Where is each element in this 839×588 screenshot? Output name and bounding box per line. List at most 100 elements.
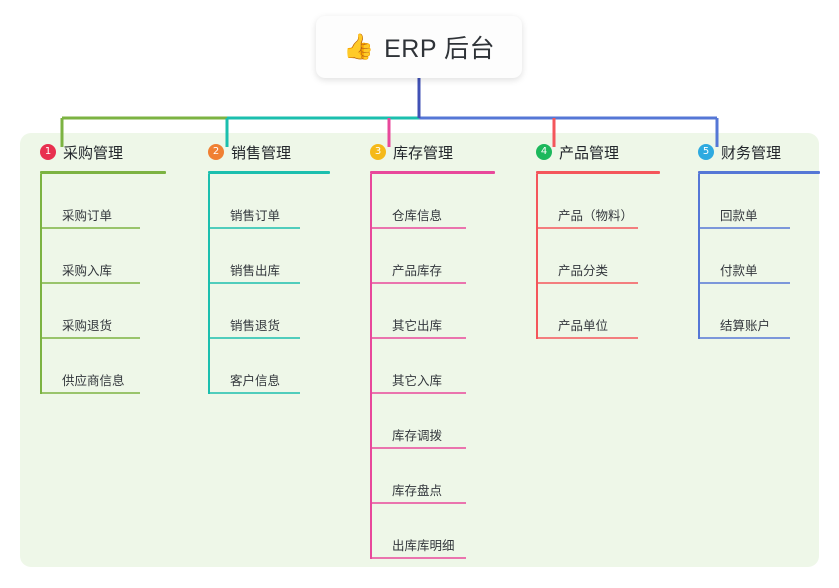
branch-item-label: 客户信息: [230, 374, 281, 388]
branch-item[interactable]: 出库库明细: [370, 504, 495, 559]
branch-item-underline: [40, 392, 140, 394]
branch-item-label: 库存调拨: [392, 429, 443, 443]
branch-item[interactable]: 其它入库: [370, 339, 495, 394]
branch-item-underline: [208, 392, 300, 394]
branch-item-label: 采购入库: [62, 264, 113, 278]
branch-item-underline: [370, 557, 466, 559]
branch-item-label: 采购订单: [62, 209, 113, 223]
branch-item-underline: [208, 282, 300, 284]
branch-item[interactable]: 采购入库: [40, 229, 166, 284]
branch-item[interactable]: 销售出库: [208, 229, 330, 284]
branch-item-underline: [370, 392, 466, 394]
branch-spine: [40, 174, 42, 394]
branch-item-underline: [208, 337, 300, 339]
branch-number-badge: 4: [536, 144, 552, 160]
branch-item-underline: [370, 282, 466, 284]
branch-item-underline: [370, 227, 466, 229]
root-title: ERP 后台: [384, 35, 496, 63]
branch-item[interactable]: 客户信息: [208, 339, 330, 394]
branch-column-5: 5 财务管理回款单付款单结算账户: [680, 133, 820, 339]
branch-panel: [20, 133, 819, 567]
branch-title: 产品管理: [559, 144, 620, 162]
root-node[interactable]: 👍 ERP 后台: [316, 16, 522, 78]
branch-item[interactable]: 产品库存: [370, 229, 495, 284]
branch-item-underline: [698, 282, 790, 284]
branch-item-underline: [370, 337, 466, 339]
branch-item[interactable]: 产品单位: [536, 284, 660, 339]
branch-spine: [536, 174, 538, 339]
branch-item-label: 出库库明细: [392, 539, 455, 553]
branch-item-underline: [698, 227, 790, 229]
branch-number-badge: 1: [40, 144, 56, 160]
branch-item-underline: [536, 227, 638, 229]
branch-item[interactable]: 库存调拨: [370, 394, 495, 449]
branch-item-underline: [536, 282, 638, 284]
branch-item-label: 销售订单: [230, 209, 281, 223]
branch-item-label: 产品（物料）: [558, 209, 634, 223]
branch-item-underline: [698, 337, 790, 339]
branch-underline: [370, 171, 495, 174]
branch-item-label: 销售出库: [230, 264, 281, 278]
branch-item-list: 销售订单销售出库销售退货客户信息: [208, 174, 330, 394]
branch-column-1: 1 采购管理采购订单采购入库采购退货供应商信息: [22, 133, 166, 394]
branch-item-label: 产品库存: [392, 264, 443, 278]
branch-header-1[interactable]: 1 采购管理: [22, 133, 166, 171]
connector-lines: [60, 78, 719, 147]
branch-item[interactable]: 供应商信息: [40, 339, 166, 394]
thumbs-up-icon: 👍: [342, 32, 375, 61]
branch-number-badge: 5: [698, 144, 714, 160]
branch-item-label: 产品单位: [558, 319, 609, 333]
branch-item[interactable]: 结算账户: [698, 284, 820, 339]
branch-column-4: 4 产品管理产品（物料） 产品分类产品单位: [518, 133, 660, 339]
branch-item-underline: [40, 227, 140, 229]
branch-title: 库存管理: [393, 144, 454, 162]
branch-title: 财务管理: [721, 144, 782, 162]
branch-item-underline: [370, 447, 466, 449]
branch-item-label: 付款单: [720, 264, 758, 278]
branch-item-underline: [40, 282, 140, 284]
branch-item-list: 采购订单采购入库采购退货供应商信息: [40, 174, 166, 394]
branch-underline: [208, 171, 330, 174]
branch-number-badge: 3: [370, 144, 386, 160]
branch-item[interactable]: 采购订单: [40, 174, 166, 229]
branch-item[interactable]: 产品（物料）: [536, 174, 660, 229]
branch-item-label: 供应商信息: [62, 374, 125, 388]
branch-underline: [536, 171, 660, 174]
branch-underline: [40, 171, 166, 174]
branch-item-label: 其它入库: [392, 374, 443, 388]
branch-item[interactable]: 产品分类: [536, 229, 660, 284]
branch-item-label: 仓库信息: [392, 209, 443, 223]
branch-item-label: 其它出库: [392, 319, 443, 333]
branch-item[interactable]: 销售退货: [208, 284, 330, 339]
branch-underline: [698, 171, 820, 174]
branch-item-underline: [536, 337, 638, 339]
branch-item[interactable]: 销售订单: [208, 174, 330, 229]
branch-title: 采购管理: [63, 144, 124, 162]
branch-header-3[interactable]: 3 库存管理: [352, 133, 495, 171]
branch-item[interactable]: 回款单: [698, 174, 820, 229]
branch-item-label: 库存盘点: [392, 484, 443, 498]
branch-spine: [208, 174, 210, 394]
branch-item-list: 仓库信息产品库存其它出库其它入库库存调拨库存盘点出库库明细: [370, 174, 495, 559]
branch-item[interactable]: 仓库信息: [370, 174, 495, 229]
branch-item[interactable]: 库存盘点: [370, 449, 495, 504]
branch-item[interactable]: 采购退货: [40, 284, 166, 339]
branch-item-label: 结算账户: [720, 319, 771, 333]
branch-item-list: 回款单付款单结算账户: [698, 174, 820, 339]
branch-item-list: 产品（物料） 产品分类产品单位: [536, 174, 660, 339]
branch-item-underline: [370, 502, 466, 504]
branch-item-label: 回款单: [720, 209, 758, 223]
branch-column-3: 3 库存管理仓库信息产品库存其它出库其它入库库存调拨库存盘点出库库明细: [352, 133, 495, 559]
branch-spine: [698, 174, 700, 339]
branch-item[interactable]: 付款单: [698, 229, 820, 284]
branch-header-4[interactable]: 4 产品管理: [518, 133, 660, 171]
branch-item-label: 销售退货: [230, 319, 281, 333]
branch-header-5[interactable]: 5 财务管理: [680, 133, 820, 171]
branch-number-badge: 2: [208, 144, 224, 160]
branch-item-underline: [40, 337, 140, 339]
branch-item[interactable]: 其它出库: [370, 284, 495, 339]
